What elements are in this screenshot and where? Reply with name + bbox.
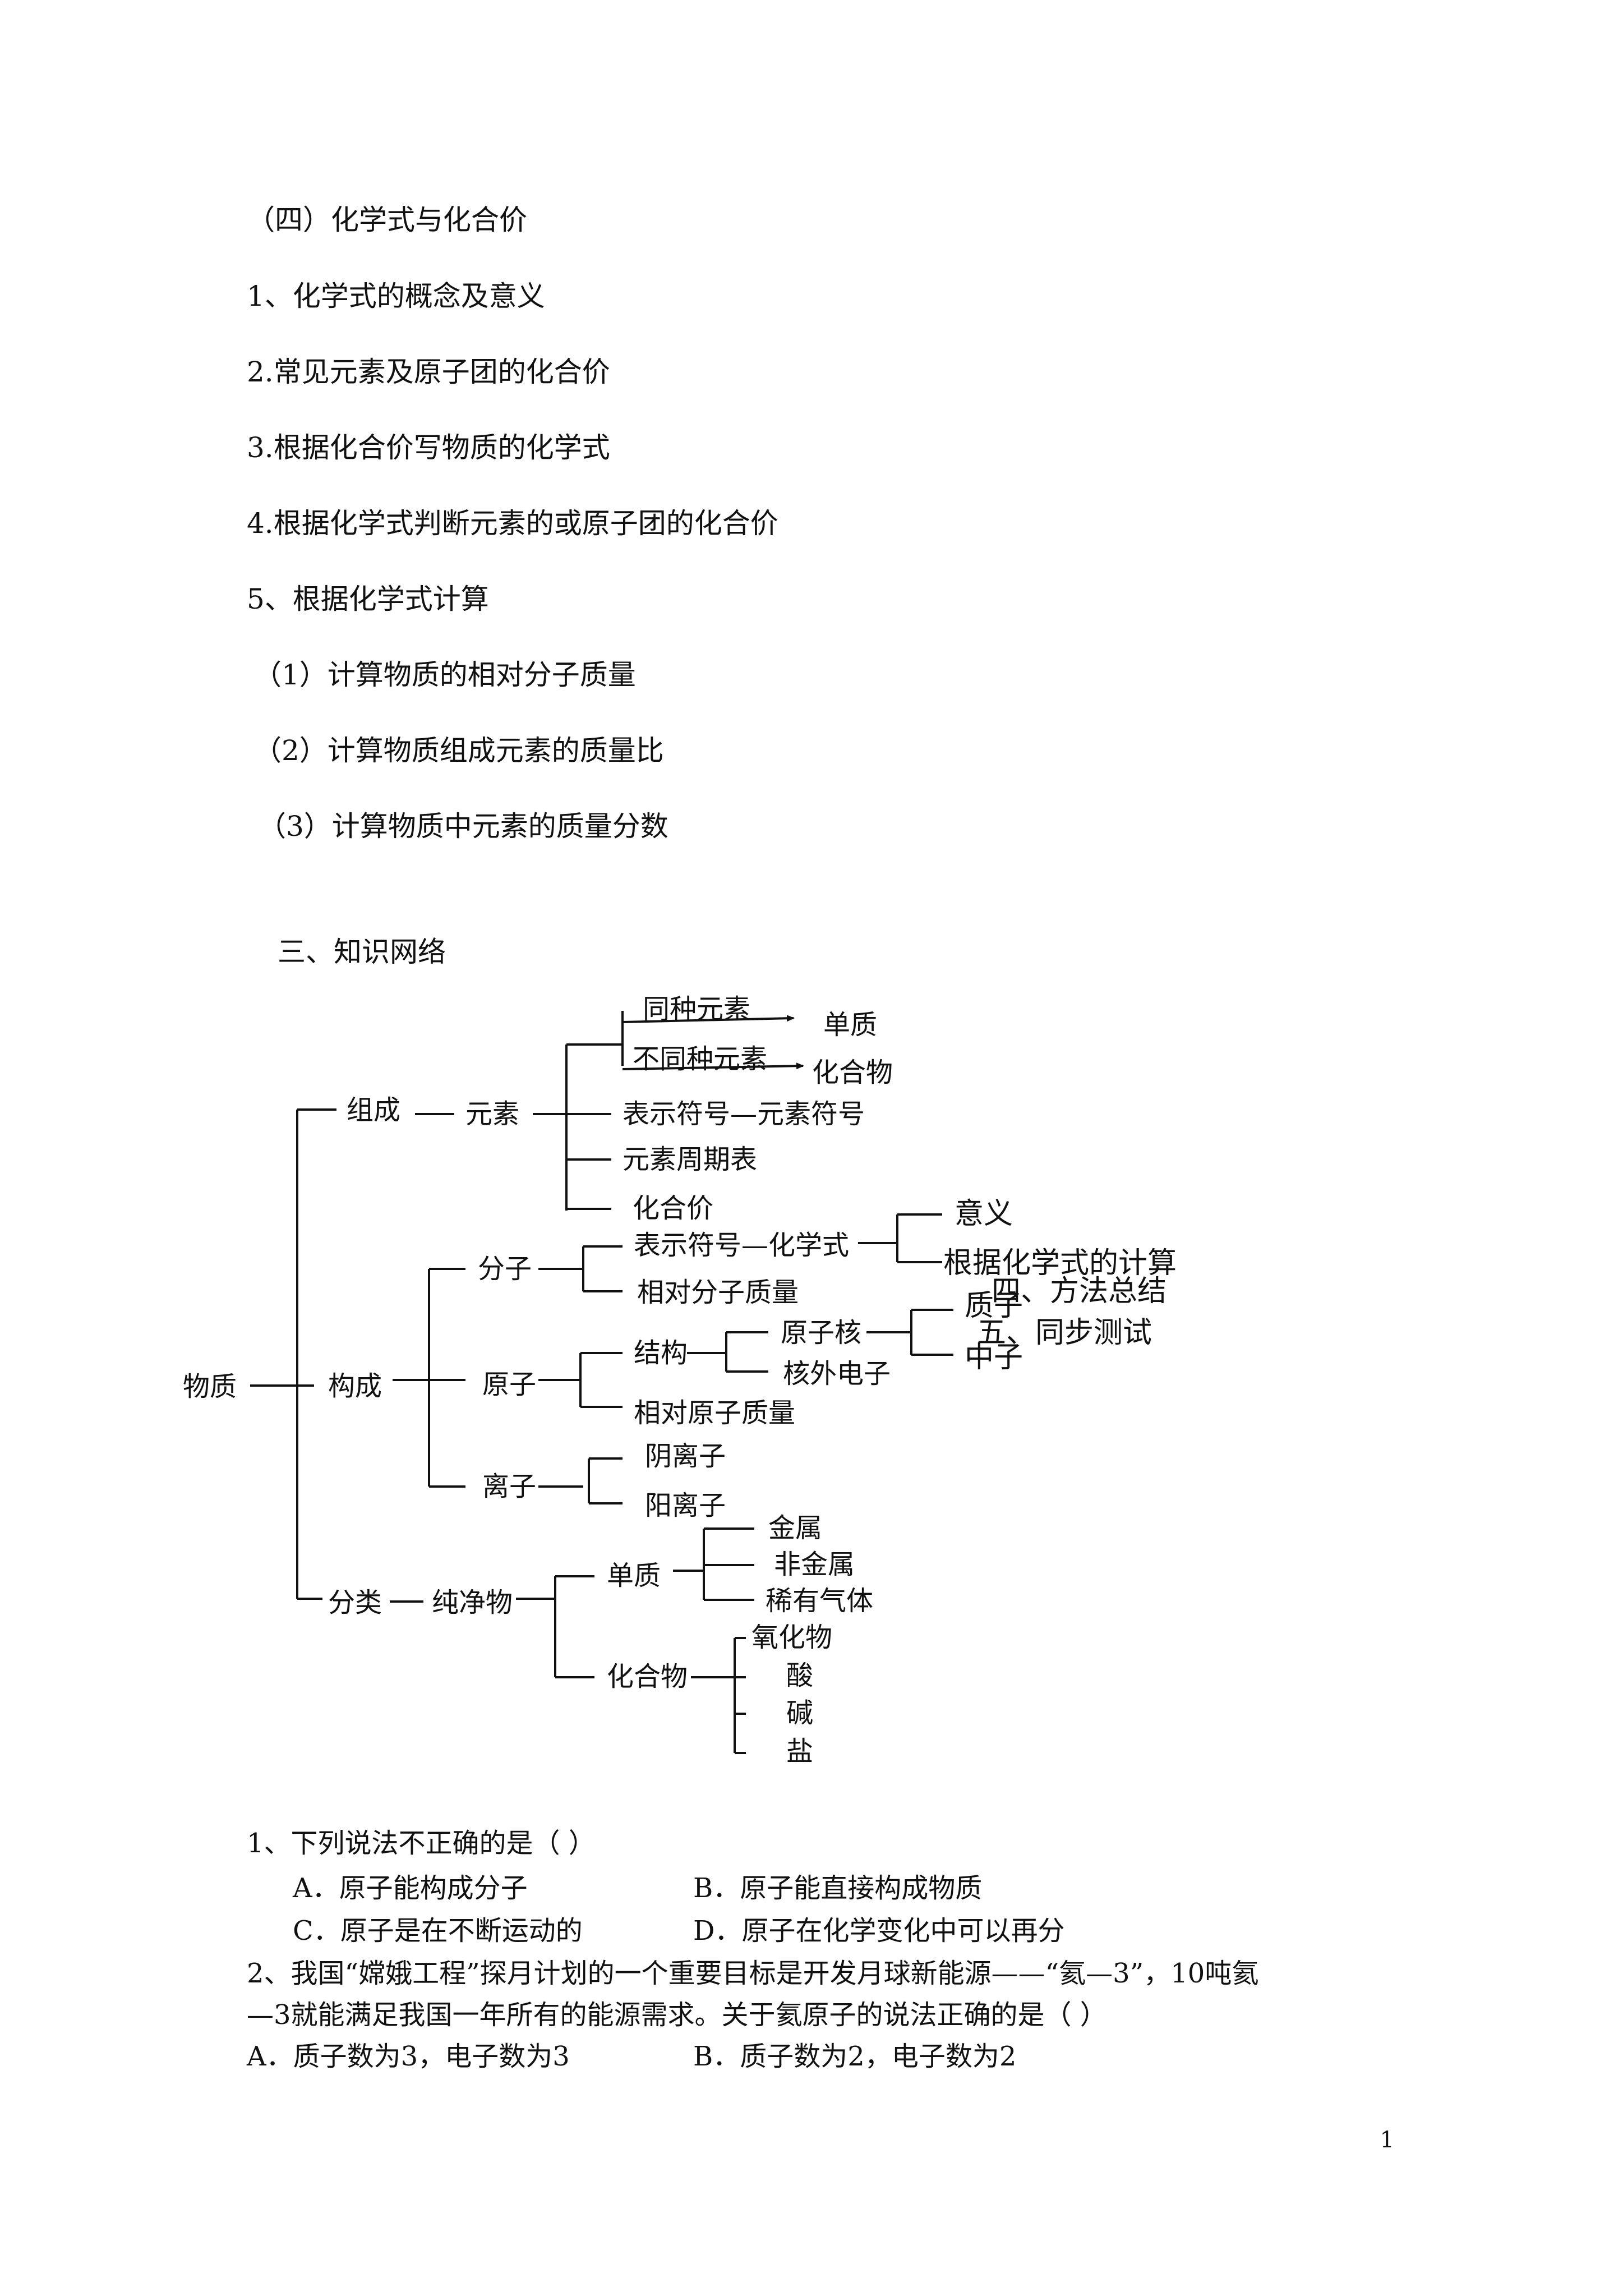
list-item: 3.根据化合价写物质的化学式 — [247, 431, 610, 464]
list-item: 5、根据化学式计算 — [247, 583, 489, 615]
node-zhouqibiao: 元素周期表 — [623, 1144, 758, 1175]
overlap-heading-5: 五、同步测试 — [977, 1316, 1152, 1350]
node-xiyou: 稀有气体 — [766, 1585, 874, 1617]
node-yan: 盐 — [786, 1736, 814, 1767]
node-zhizi: 质子 — [965, 1289, 1023, 1323]
overlap-heading-4: 四、方法总结 — [992, 1274, 1167, 1308]
q1-stem: 1、下列说法不正确的是（ ） — [247, 1828, 596, 1859]
node-zhongzi: 中子 — [965, 1341, 1023, 1374]
node-danzhi-top: 单质 — [823, 1009, 878, 1041]
node-yanghuawu: 氧化物 — [751, 1622, 833, 1653]
node-genju-jisuan: 根据化学式的计算 — [943, 1246, 1177, 1280]
node-goucheng: 构成 — [328, 1370, 382, 1402]
list-item: （3）计算物质中元素的质量分数 — [258, 810, 668, 843]
node-huahewu: 化合物 — [607, 1661, 688, 1692]
node-fenlei: 分类 — [328, 1587, 382, 1618]
section-heading: （四）化学式与化合价 — [247, 204, 527, 236]
node-yuanzihe: 原子核 — [781, 1317, 862, 1349]
node-fenzi: 分子 — [478, 1253, 532, 1285]
q2-option-a: A．质子数为3，电子数为3 — [247, 2041, 570, 2072]
node-jinshu: 金属 — [768, 1512, 823, 1544]
q2-stem-line2: —3就能满足我国一年所有的能源需求。关于氦原子的说法正确的是（ ） — [247, 1999, 1107, 2031]
page-number: 1 — [1380, 2127, 1394, 2153]
network-heading: 三、知识网络 — [278, 936, 446, 968]
node-jian: 碱 — [786, 1697, 814, 1729]
node-huahewu-top: 化合物 — [812, 1057, 893, 1088]
node-tongzhong: 同种元素 — [643, 993, 751, 1025]
node-butongzhong: 不同种元素 — [633, 1043, 768, 1075]
knowledge-tree-lines — [250, 1011, 953, 1754]
node-yiyi: 意义 — [955, 1197, 1013, 1231]
node-yanglizi: 阳离子 — [645, 1490, 726, 1521]
node-xiangdui-yuanzi: 相对原子质量 — [634, 1397, 796, 1429]
q1-option-d: D．原子在化学变化中可以再分 — [693, 1915, 1065, 1947]
node-suan: 酸 — [786, 1660, 814, 1691]
node-jiegou: 结构 — [634, 1337, 688, 1369]
node-biaoshi-yuansu: 表示符号—元素符号 — [623, 1098, 865, 1130]
q1-option-c: C．原子是在不断运动的 — [293, 1915, 583, 1947]
q2-option-b: B．质子数为2，电子数为2 — [693, 2041, 1017, 2072]
node-root: 物质 — [183, 1371, 237, 1402]
list-item: （1）计算物质的相对分子质量 — [253, 659, 636, 691]
node-yuanzi: 原子 — [482, 1369, 537, 1400]
node-xiangdui-fenzi: 相对分子质量 — [637, 1277, 799, 1308]
node-hewai: 核外电子 — [783, 1358, 891, 1389]
list-item: （2）计算物质组成元素的质量比 — [253, 734, 664, 767]
node-huahejia: 化合价 — [633, 1193, 714, 1224]
node-yinlizi: 阴离子 — [645, 1441, 726, 1472]
list-item: 1、化学式的概念及意义 — [247, 280, 545, 312]
list-item: 4.根据化学式判断元素的或原子团的化合价 — [247, 507, 778, 540]
node-chunjingwu: 纯净物 — [432, 1587, 513, 1618]
q1-option-b: B．原子能直接构成物质 — [693, 1872, 983, 1904]
node-lizi: 离子 — [482, 1471, 537, 1502]
node-zucheng: 组成 — [347, 1094, 401, 1126]
q2-stem-line1: 2、我国“嫦娥工程”探月计划的一个重要目标是开发月球新能源——“氦—3”，10吨… — [247, 1958, 1259, 1989]
node-danzhi: 单质 — [607, 1560, 661, 1591]
node-feijinshu: 非金属 — [774, 1549, 855, 1580]
node-yuansu: 元素 — [465, 1098, 520, 1130]
list-item: 2.常见元素及原子团的化合价 — [247, 356, 610, 388]
q1-option-a: A．原子能构成分子 — [293, 1872, 528, 1904]
node-biaoshi-huaxue: 表示符号—化学式 — [634, 1230, 850, 1261]
